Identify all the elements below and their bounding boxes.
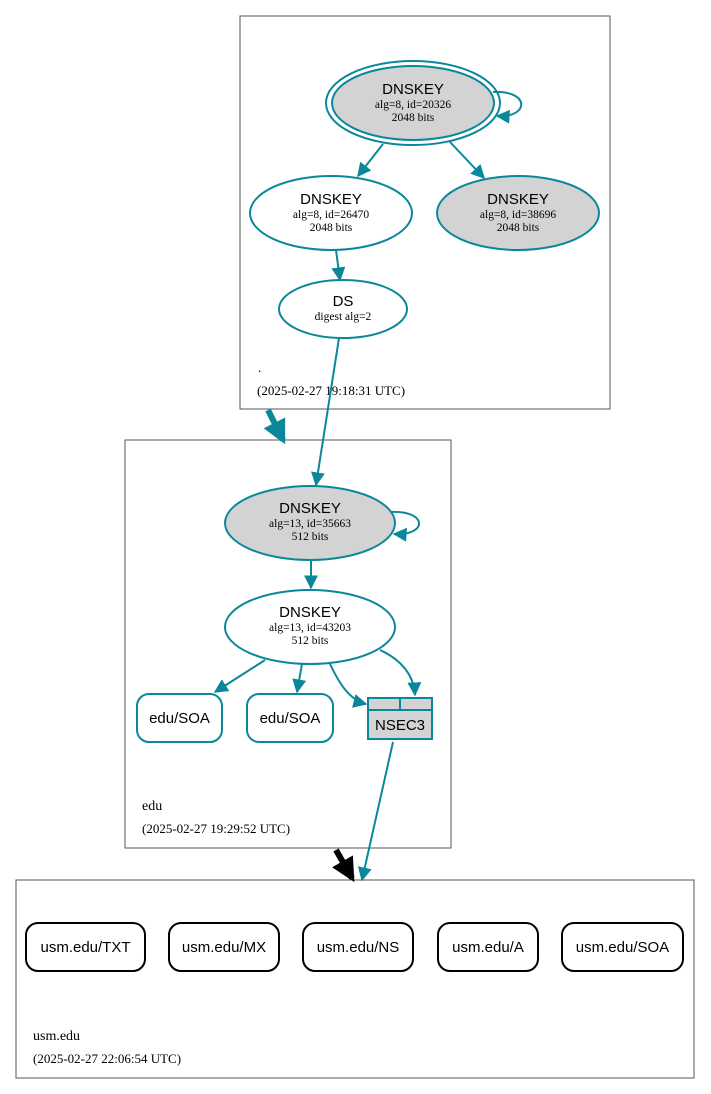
node-root-ds-title: DS (333, 293, 354, 310)
node-root-zsk1-line1: alg=8, id=26470 (293, 209, 369, 221)
edge-edu-zsk-to-nsec3-b (379, 649, 422, 697)
zone-edu-timestamp: (2025-02-27 19:29:52 UTC) (142, 821, 290, 836)
zone-edu-border (124, 439, 452, 849)
node-root-ksk-title: DNSKEY (382, 81, 444, 98)
node-edu-ksk[interactable]: DNSKEY alg=13, id=35663 512 bits (224, 485, 396, 561)
delegation-edu-to-usm (332, 848, 355, 883)
node-edu-soa-1[interactable]: edu/SOA (136, 693, 223, 743)
node-edu-soa-1-label: edu/SOA (149, 710, 210, 727)
zone-edu: edu (2025-02-27 19:29:52 UTC) (124, 439, 452, 849)
zone-usm-timestamp: (2025-02-27 22:06:54 UTC) (33, 1051, 181, 1066)
node-usm-txt-shape (25, 922, 146, 972)
node-root-ksk-line2: 2048 bits (392, 112, 435, 124)
node-edu-nsec3[interactable]: NSEC3 (367, 697, 433, 740)
zone-edu-name: edu (142, 799, 162, 814)
delegation-root-to-edu (263, 408, 286, 445)
node-edu-ksk-line2: 512 bits (292, 531, 329, 543)
node-root-zsk2[interactable]: DNSKEY alg=8, id=38696 2048 bits (436, 175, 600, 251)
node-root-ds-shape (278, 279, 408, 339)
node-root-zsk2-line2: 2048 bits (497, 222, 540, 234)
node-root-ds[interactable]: DS digest alg=2 (278, 279, 408, 339)
node-edu-zsk-line2: 512 bits (292, 635, 329, 647)
edge-root-ksk-to-zsk2 (449, 141, 485, 180)
node-usm-mx-shape (168, 922, 280, 972)
node-root-zsk1-shape (249, 175, 413, 251)
node-usm-soa-shape (561, 922, 684, 972)
node-usm-ns[interactable]: usm.edu/NS (302, 922, 414, 972)
node-root-ksk-line1: alg=8, id=20326 (375, 99, 451, 111)
node-root-ksk-shape (331, 65, 495, 141)
node-edu-zsk[interactable]: DNSKEY alg=13, id=43203 512 bits (224, 589, 396, 665)
edge-root-ksk-to-zsk1 (357, 143, 384, 178)
edge-edu-ksk-self (389, 510, 420, 542)
node-usm-ns-shape (302, 922, 414, 972)
node-root-zsk1[interactable]: DNSKEY alg=8, id=26470 2048 bits (249, 175, 413, 251)
node-root-zsk2-title: DNSKEY (487, 191, 549, 208)
node-edu-zsk-title: DNSKEY (279, 604, 341, 621)
node-edu-ksk-line1: alg=13, id=35663 (269, 518, 351, 530)
node-edu-zsk-shape (224, 589, 396, 665)
edges (213, 90, 523, 882)
edge-nsec3-to-usm (357, 741, 394, 882)
zone-usm-name: usm.edu (33, 1029, 80, 1044)
node-edu-soa-2[interactable]: edu/SOA (246, 693, 334, 743)
node-root-zsk2-line1: alg=8, id=38696 (480, 209, 556, 221)
node-edu-soa-1-shape (136, 693, 223, 743)
node-root-ksk[interactable]: DNSKEY alg=8, id=20326 2048 bits (325, 60, 501, 146)
node-root-ksk-outer-ring (325, 60, 501, 146)
edge-root-zsk1-to-ds (331, 249, 346, 282)
edge-ds-to-edu-ksk (311, 337, 340, 487)
node-edu-nsec3-label: NSEC3 (375, 717, 425, 734)
node-edu-soa-2-label: edu/SOA (260, 710, 321, 727)
node-usm-soa-label: usm.edu/SOA (576, 939, 669, 956)
node-usm-a-shape (437, 922, 539, 972)
node-edu-ksk-shape (224, 485, 396, 561)
node-usm-soa[interactable]: usm.edu/SOA (561, 922, 684, 972)
node-usm-a[interactable]: usm.edu/A (437, 922, 539, 972)
node-usm-txt[interactable]: usm.edu/TXT (25, 922, 146, 972)
node-edu-ksk-title: DNSKEY (279, 500, 341, 517)
node-root-zsk1-title: DNSKEY (300, 191, 362, 208)
node-root-zsk1-line2: 2048 bits (310, 222, 353, 234)
node-usm-mx-label: usm.edu/MX (182, 939, 266, 956)
node-usm-mx[interactable]: usm.edu/MX (168, 922, 280, 972)
node-root-ds-line1: digest alg=2 (315, 311, 372, 323)
zone-usm-border (15, 879, 695, 1079)
edge-edu-zsk-to-soa2 (292, 663, 307, 694)
node-usm-a-label: usm.edu/A (452, 939, 524, 956)
node-usm-ns-label: usm.edu/NS (317, 939, 400, 956)
node-edu-zsk-line1: alg=13, id=43203 (269, 622, 351, 634)
edge-edu-zsk-to-nsec3-a (329, 663, 368, 708)
node-edu-soa-2-shape (246, 693, 334, 743)
zone-root-border (239, 15, 611, 410)
zone-root-name: . (258, 360, 261, 375)
zone-usm: usm.edu (2025-02-27 22:06:54 UTC) (15, 879, 695, 1079)
node-usm-txt-label: usm.edu/TXT (40, 939, 130, 956)
edge-root-ksk-self (492, 90, 523, 124)
node-root-zsk2-shape (436, 175, 600, 251)
edge-edu-zsk-to-soa1 (213, 659, 266, 693)
